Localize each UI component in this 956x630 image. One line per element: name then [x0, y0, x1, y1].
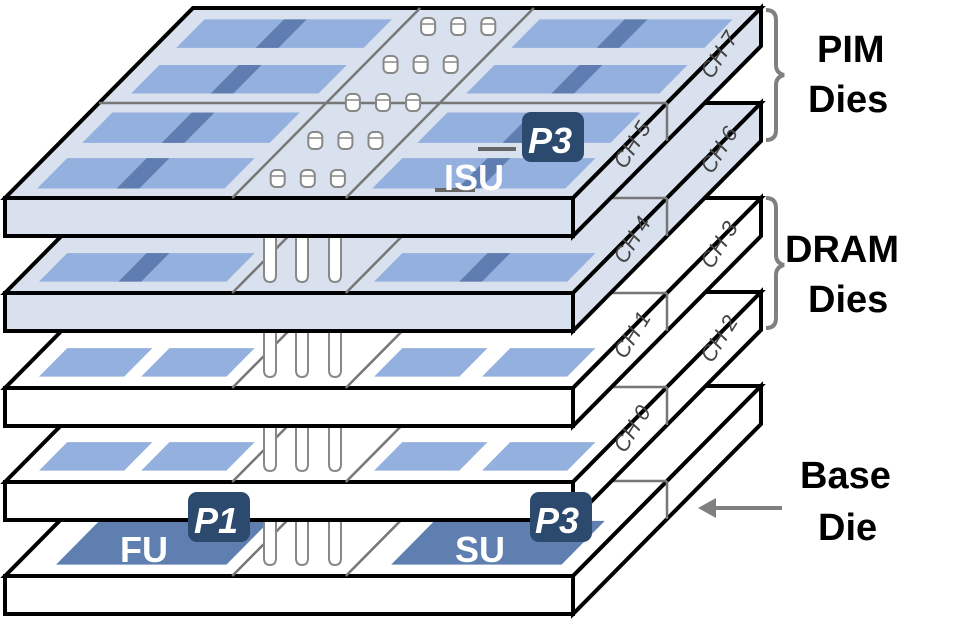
tsv-pillar	[328, 424, 342, 473]
isu-badge-label: P3	[528, 120, 572, 161]
fu-label: FU	[120, 529, 168, 570]
tsv-cylinder	[420, 17, 437, 36]
dram-dies-label-line2: Dies	[808, 279, 888, 321]
dram-dies-brace	[765, 196, 785, 330]
tsv-cylinder	[337, 131, 354, 150]
tsv-pillar	[328, 518, 342, 567]
isu-unit: ISU P3	[435, 112, 584, 198]
bank-row-buffer	[551, 65, 603, 94]
tsv-pillar	[328, 330, 342, 379]
tsv-cylinder	[382, 55, 399, 74]
tsv-cylinder	[329, 169, 346, 188]
bank-row-buffer	[457, 158, 511, 189]
pim-die: CH 5CH 7	[0, 3, 766, 241]
dram-dies-label-line1: DRAM	[785, 229, 899, 271]
bank-row-buffer	[118, 253, 170, 282]
tsv-cylinder	[344, 93, 361, 112]
bank-row-buffer	[161, 112, 215, 143]
memory-bank	[482, 442, 596, 471]
tsv-cylinder	[412, 55, 429, 74]
die-front-face	[3, 386, 575, 428]
bank-row-buffer	[596, 19, 648, 48]
tsv-cylinder	[307, 131, 324, 150]
fu-unit: FU P1	[120, 492, 250, 570]
base-die-label-line1: Base	[800, 455, 891, 497]
tsv-pillar	[328, 235, 342, 284]
channel-divider	[231, 7, 422, 199]
isu-badge	[522, 112, 584, 162]
bank-row-buffer	[116, 158, 170, 189]
die-front-face	[3, 574, 575, 616]
die-front-face	[3, 480, 575, 522]
tsv-cylinder	[442, 55, 459, 74]
isu-label: ISU	[444, 157, 504, 198]
memory-bank	[39, 442, 153, 471]
tsv-pillar	[263, 518, 277, 567]
pim-dies-brace	[765, 8, 785, 142]
su-badge-label: P3	[535, 500, 579, 541]
memory-bank	[482, 348, 596, 377]
fu-badge	[188, 492, 250, 542]
memory-bank	[141, 348, 255, 377]
tsv-pillar	[295, 235, 309, 284]
tsv-cylinder	[299, 169, 316, 188]
base-die-arrow	[698, 498, 782, 518]
bank-row-buffer	[255, 19, 307, 48]
tsv-pillar	[295, 424, 309, 473]
pim-dies-label-line1: PIM	[817, 29, 885, 71]
tsv-pillar	[295, 518, 309, 567]
die-stack: CH 0CH 2CH 1CH 3CH 4CH 6CH 5CH 7	[0, 3, 766, 619]
tsv-cylinder	[480, 17, 497, 36]
tsv-pillar	[295, 330, 309, 379]
bank-row-buffer	[210, 65, 262, 94]
su-unit: SU P3	[455, 492, 592, 570]
fu-badge-label: P1	[194, 500, 238, 541]
memory-bank	[374, 442, 488, 471]
tsv-cylinder	[375, 93, 391, 112]
tsv-cylinder	[367, 131, 384, 150]
memory-bank	[141, 442, 255, 471]
tsv-cylinder	[405, 93, 422, 112]
su-label: SU	[455, 529, 505, 570]
channel-divider	[344, 7, 535, 199]
memory-bank	[374, 348, 488, 377]
die-front-face	[3, 196, 575, 238]
tsv-cylinder	[269, 169, 286, 188]
tsv-pillar	[263, 330, 277, 379]
pim-dies-label-line2: Dies	[808, 79, 888, 121]
tsv-pillar	[263, 235, 277, 284]
memory-bank	[39, 348, 153, 377]
bank-row-buffer	[459, 253, 511, 282]
su-badge	[530, 492, 592, 542]
tsv-pillar	[263, 424, 277, 473]
die-front-face	[3, 291, 575, 333]
tsv-cylinder	[450, 17, 467, 36]
base-die-label-line2: Die	[818, 507, 877, 549]
